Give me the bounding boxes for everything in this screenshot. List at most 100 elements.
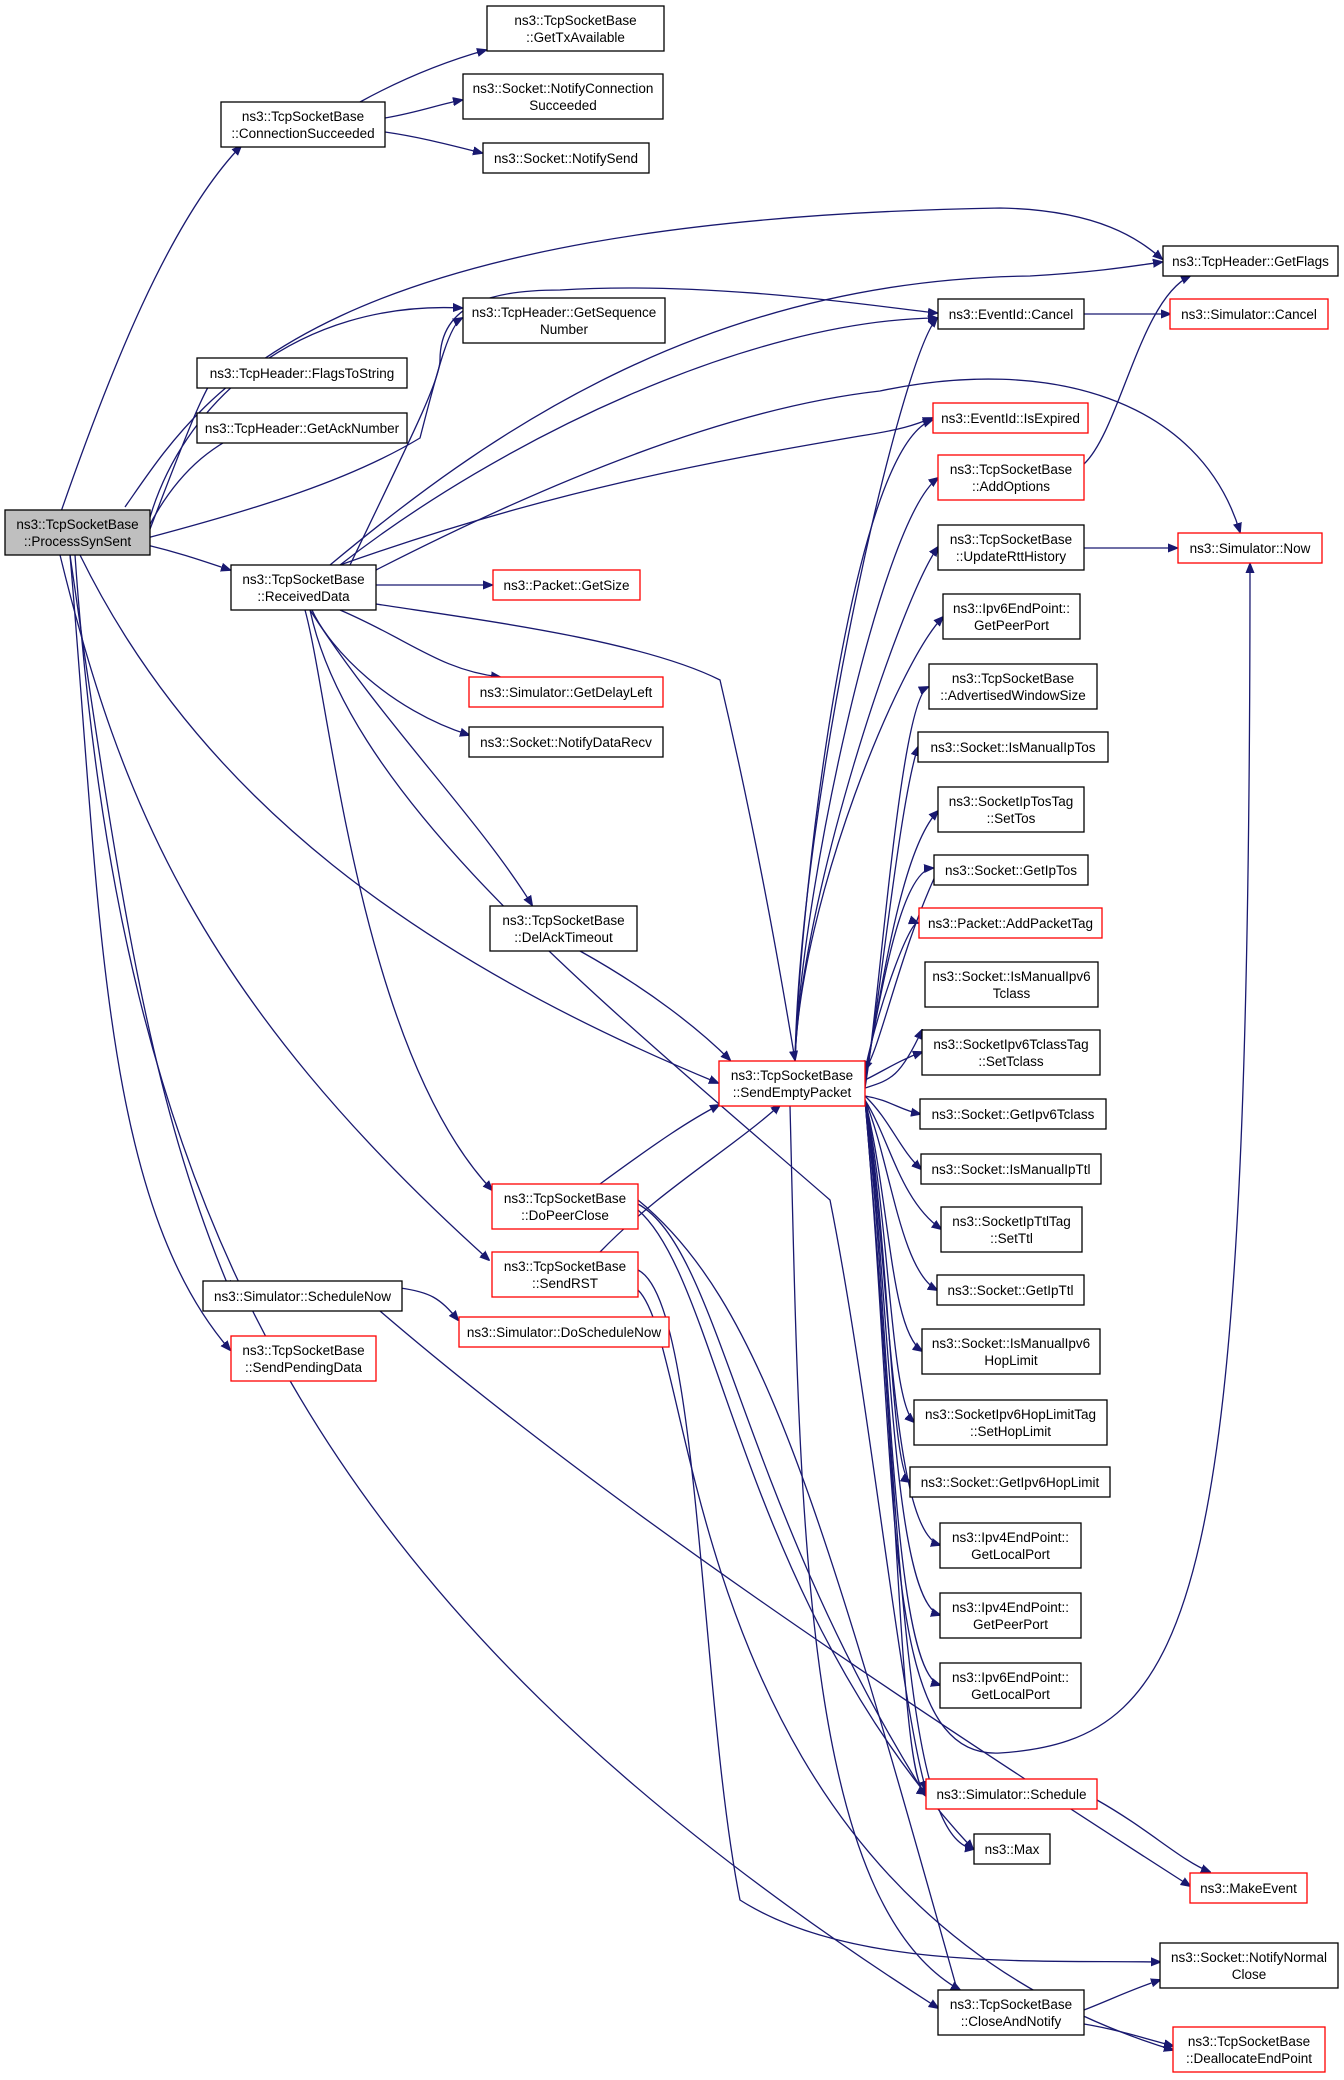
node-box[interactable] [230,1335,377,1382]
node-get-tx-available[interactable]: ns3::TcpSocketBase::GetTxAvailable [486,5,665,52]
node-simulator-get-delay-left[interactable]: ns3::Simulator::GetDelayLeft [468,676,664,708]
node-box[interactable] [942,593,1081,640]
node-ipv6-get-peer-port[interactable]: ns3::Ipv6EndPoint::GetPeerPort [942,593,1081,640]
node-do-schedule-now[interactable]: ns3::Simulator::DoScheduleNow [458,1316,670,1348]
node-simulator-now[interactable]: ns3::Simulator::Now [1177,532,1323,564]
node-box[interactable] [918,907,1103,939]
node-box[interactable] [937,524,1085,571]
node-process-syn-sent[interactable]: ns3::TcpSocketBase::ProcessSynSent [4,509,151,556]
node-box[interactable] [937,454,1085,501]
node-notify-send[interactable]: ns3::Socket::NotifySend [482,142,650,174]
node-ip-ttl-tag-set-ttl[interactable]: ns3::SocketIpTtlTag::SetTtl [940,1206,1083,1253]
node-send-empty-packet[interactable]: ns3::TcpSocketBase::SendEmptyPacket [718,1060,866,1107]
node-del-ack-timeout[interactable]: ns3::TcpSocketBase::DelAckTimeout [489,905,638,952]
node-get-ipv6-hop-limit[interactable]: ns3::Socket::GetIpv6HopLimit [909,1466,1111,1498]
node-box[interactable] [458,1316,670,1348]
node-get-ipv6-tclass[interactable]: ns3::Socket::GetIpv6Tclass [919,1098,1107,1130]
node-do-peer-close[interactable]: ns3::TcpSocketBase::DoPeerClose [491,1183,639,1230]
node-box[interactable] [973,1833,1051,1865]
node-close-and-notify[interactable]: ns3::TcpSocketBase::CloseAndNotify [937,1989,1085,2036]
node-box[interactable] [1189,1872,1308,1904]
node-box[interactable] [486,5,665,52]
node-box[interactable] [939,1592,1082,1639]
node-ip-tos-tag-set-tos[interactable]: ns3::SocketIpTosTag::SetTos [937,786,1085,833]
node-box[interactable] [937,786,1085,833]
node-box[interactable] [939,1662,1082,1709]
node-box[interactable] [921,1328,1101,1375]
node-ipv6-hop-limit-tag-set[interactable]: ns3::SocketIpv6HopLimitTag::SetHopLimit [913,1399,1108,1446]
node-box[interactable] [937,1989,1085,2036]
node-box[interactable] [462,297,666,344]
node-simulator-schedule[interactable]: ns3::Simulator::Schedule [925,1778,1098,1810]
node-box[interactable] [1159,1942,1339,1989]
node-is-expired[interactable]: ns3::EventId::IsExpired [932,402,1089,434]
node-box[interactable] [937,298,1085,330]
node-advertised-window-size[interactable]: ns3::TcpSocketBase::AdvertisedWindowSize [928,663,1098,710]
node-get-flags[interactable]: ns3::TcpHeader::GetFlags [1162,245,1339,277]
node-box[interactable] [1172,2026,1326,2073]
node-box[interactable] [939,1522,1082,1569]
node-box[interactable] [468,676,664,708]
node-box[interactable] [489,905,638,952]
node-box[interactable] [491,1251,639,1298]
node-box[interactable] [924,961,1099,1008]
node-box[interactable] [4,509,151,556]
node-simulator-cancel[interactable]: ns3::Simulator::Cancel [1169,298,1329,330]
node-get-ip-ttl[interactable]: ns3::Socket::GetIpTtl [936,1274,1085,1306]
node-box[interactable] [919,1098,1107,1130]
node-make-event[interactable]: ns3::MakeEvent [1189,1872,1308,1904]
node-connection-succeeded[interactable]: ns3::TcpSocketBase::ConnectionSucceeded [220,101,386,148]
node-box[interactable] [932,402,1089,434]
node-box[interactable] [196,412,408,444]
node-box[interactable] [196,357,408,389]
node-is-manual-ip-ttl[interactable]: ns3::Socket::IsManualIpTtl [920,1153,1102,1185]
node-box[interactable] [921,1029,1101,1076]
node-box[interactable] [928,663,1098,710]
node-ipv6-tclass-tag-set-tclass[interactable]: ns3::SocketIpv6TclassTag::SetTclass [921,1029,1101,1076]
node-eventid-cancel[interactable]: ns3::EventId::Cancel [937,298,1085,330]
node-add-packet-tag[interactable]: ns3::Packet::AddPacketTag [918,907,1103,939]
node-box[interactable] [462,73,664,120]
node-box[interactable] [491,1183,639,1230]
node-box[interactable] [925,1778,1098,1810]
node-update-rtt-history[interactable]: ns3::TcpSocketBase::UpdateRttHistory [937,524,1085,571]
node-packet-get-size[interactable]: ns3::Packet::GetSize [492,569,641,601]
node-box[interactable] [1169,298,1329,330]
node-ipv4-get-peer-port[interactable]: ns3::Ipv4EndPoint::GetPeerPort [939,1592,1082,1639]
node-notify-data-recv[interactable]: ns3::Socket::NotifyDataRecv [468,726,664,758]
node-box[interactable] [492,569,641,601]
node-box[interactable] [913,1399,1108,1446]
node-send-pending-data[interactable]: ns3::TcpSocketBase::SendPendingData [230,1335,377,1382]
node-get-ip-tos[interactable]: ns3::Socket::GetIpTos [933,854,1089,886]
node-box[interactable] [468,726,664,758]
node-get-ack-number[interactable]: ns3::TcpHeader::GetAckNumber [196,412,408,444]
node-deallocate-end-point[interactable]: ns3::TcpSocketBase::DeallocateEndPoint [1172,2026,1326,2073]
node-box[interactable] [909,1466,1111,1498]
node-box[interactable] [933,854,1089,886]
node-box[interactable] [920,1153,1102,1185]
node-box[interactable] [936,1274,1085,1306]
node-box[interactable] [230,564,377,611]
node-box[interactable] [202,1280,403,1312]
node-box[interactable] [1177,532,1323,564]
node-box[interactable] [718,1060,866,1107]
node-received-data[interactable]: ns3::TcpSocketBase::ReceivedData [230,564,377,611]
node-box[interactable] [1162,245,1339,277]
node-schedule-now[interactable]: ns3::Simulator::ScheduleNow [202,1280,403,1312]
node-box[interactable] [940,1206,1083,1253]
node-max[interactable]: ns3::Max [973,1833,1051,1865]
node-box[interactable] [917,731,1109,763]
node-send-rst[interactable]: ns3::TcpSocketBase::SendRST [491,1251,639,1298]
node-box[interactable] [482,142,650,174]
node-box[interactable] [220,101,386,148]
node-is-manual-ip-tos[interactable]: ns3::Socket::IsManualIpTos [917,731,1109,763]
node-add-options[interactable]: ns3::TcpSocketBase::AddOptions [937,454,1085,501]
node-ipv4-get-local-port[interactable]: ns3::Ipv4EndPoint::GetLocalPort [939,1522,1082,1569]
node-ipv6-get-local-port[interactable]: ns3::Ipv6EndPoint::GetLocalPort [939,1662,1082,1709]
node-flags-to-string[interactable]: ns3::TcpHeader::FlagsToString [196,357,408,389]
